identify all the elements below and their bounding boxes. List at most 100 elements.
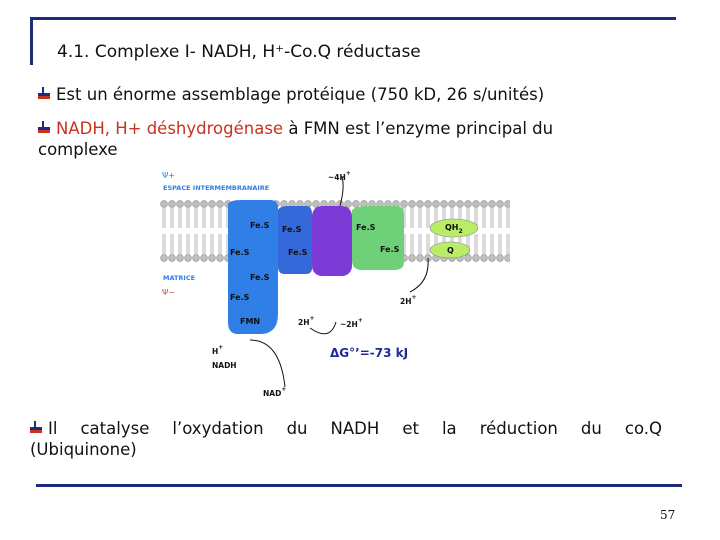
lipid-tail bbox=[410, 234, 414, 254]
fmn-label: FMN bbox=[240, 317, 260, 326]
lipid-tail bbox=[506, 234, 510, 254]
bullet-2-continuation: complexe bbox=[38, 140, 118, 159]
lipid-tail bbox=[482, 208, 486, 228]
lipid-tail bbox=[218, 234, 222, 254]
lipid-tail bbox=[498, 208, 502, 228]
psi-plus-label: Ψ+ bbox=[162, 171, 175, 180]
lipid-head bbox=[216, 254, 224, 262]
lipid-tail bbox=[418, 234, 422, 254]
bullet-3-word-2: catalyse bbox=[80, 419, 150, 438]
proton-arrow-top bbox=[339, 176, 344, 207]
lipid-tail bbox=[162, 234, 166, 254]
blue-subunit-large bbox=[228, 200, 278, 334]
page-number: 57 bbox=[660, 508, 676, 522]
lipid-head bbox=[192, 254, 200, 262]
lipid-tail bbox=[186, 208, 190, 228]
lipid-head bbox=[408, 254, 416, 262]
bullet-2-highlight: NADH, H+ déshydrogénase bbox=[56, 119, 284, 138]
bullet-2-text: à FMN est l’enzyme principal du bbox=[283, 119, 554, 138]
lipid-tail bbox=[506, 208, 510, 228]
fes-label-5: Fe.S bbox=[250, 273, 270, 282]
lipid-head bbox=[160, 254, 168, 262]
lipid-tail bbox=[178, 234, 182, 254]
lipid-head bbox=[344, 200, 352, 208]
lipid-head bbox=[432, 200, 440, 208]
bullet-3-word-1: Il bbox=[30, 418, 57, 439]
lipid-tail bbox=[410, 208, 414, 228]
fes-label-8: Fe.S bbox=[380, 245, 400, 254]
fes-label-3: Fe.S bbox=[230, 248, 250, 257]
bullet-1: Est un énorme assemblage protéique (750 … bbox=[38, 84, 544, 105]
lipid-head bbox=[208, 254, 216, 262]
lipid-head bbox=[456, 200, 464, 208]
quinone-shapes bbox=[429, 218, 479, 259]
qh2-label: QH2 bbox=[445, 223, 463, 235]
lipid-head bbox=[216, 200, 224, 208]
bullet-3-word-4: du bbox=[286, 419, 308, 438]
green-subunit bbox=[352, 206, 404, 270]
lipid-head bbox=[200, 200, 208, 208]
lipid-head bbox=[176, 200, 184, 208]
q-label: Q bbox=[447, 246, 454, 255]
lipid-tail bbox=[498, 234, 502, 254]
bullet-3-word-6: et bbox=[402, 419, 419, 438]
bullet-icon bbox=[38, 121, 50, 135]
lipid-head bbox=[496, 200, 504, 208]
fes-label-4: Fe.S bbox=[288, 248, 308, 257]
lipid-head bbox=[504, 254, 510, 262]
lipid-head bbox=[168, 254, 176, 262]
h2-approx-label: ~2H+ bbox=[340, 317, 363, 329]
lipid-tail bbox=[474, 234, 478, 254]
lipid-head bbox=[504, 200, 510, 208]
fes-label-1: Fe.S bbox=[250, 221, 270, 230]
bullet-2: NADH, H+ déshydrogénase à FMN est l’enzy… bbox=[38, 118, 553, 160]
bullet-3-word-10: co.Q bbox=[624, 419, 662, 438]
lipid-head bbox=[312, 200, 320, 208]
lipid-head bbox=[200, 254, 208, 262]
matrice-label: MATRICE bbox=[163, 274, 195, 282]
bullet-3-continuation: (Ubiquinone) bbox=[30, 440, 137, 459]
lipid-tail bbox=[418, 208, 422, 228]
frame-top-line bbox=[30, 17, 676, 20]
lipid-tail bbox=[210, 234, 214, 254]
lipid-head bbox=[464, 200, 472, 208]
espace-label: ESPACE INTERMEMBRANAIRE bbox=[163, 184, 269, 192]
nad-label: NAD+ bbox=[263, 386, 286, 398]
lipid-head bbox=[416, 200, 424, 208]
lipid-head bbox=[416, 254, 424, 262]
lipid-head bbox=[408, 200, 416, 208]
blue-subunit-small bbox=[278, 206, 312, 274]
lipid-tail bbox=[426, 208, 430, 228]
bullet-1-text: Est un énorme assemblage protéique (750 … bbox=[56, 85, 545, 104]
lipid-tail bbox=[490, 208, 494, 228]
bullet-icon bbox=[38, 87, 50, 101]
lipid-tail bbox=[490, 234, 494, 254]
h-nadh-label: H+ bbox=[212, 344, 223, 356]
lipid-head bbox=[176, 254, 184, 262]
nadh-label: NADH bbox=[212, 361, 237, 370]
lipid-tail bbox=[202, 208, 206, 228]
bullet-icon bbox=[30, 421, 42, 435]
frame-left-line bbox=[30, 17, 33, 65]
lipid-tail bbox=[202, 234, 206, 254]
lipid-head bbox=[424, 200, 432, 208]
bullet-3: Il catalyse l’oxydation du NADH et la ré… bbox=[30, 418, 662, 460]
slide-title: 4.1. Complexe I- NADH, H⁺-Co.Q réductase bbox=[57, 42, 421, 62]
lipid-tail bbox=[482, 234, 486, 254]
lipid-tail bbox=[170, 234, 174, 254]
proton-arrow-right bbox=[409, 257, 429, 293]
lipid-head bbox=[480, 200, 488, 208]
lipid-head bbox=[352, 200, 360, 208]
lipid-tail bbox=[194, 234, 198, 254]
lipid-head bbox=[488, 254, 496, 262]
complex-i-diagram: Ψ+ ESPACE INTERMEMBRANAIRE MATRICE Ψ− Fe… bbox=[160, 170, 510, 398]
lipid-head bbox=[480, 254, 488, 262]
lipid-head bbox=[440, 200, 448, 208]
lipid-head bbox=[448, 200, 456, 208]
proton-arrow-fmn bbox=[309, 321, 337, 335]
bullet-3-word-7: la bbox=[441, 419, 457, 438]
lipid-head bbox=[472, 254, 480, 262]
bullet-3-word-9: du bbox=[580, 419, 602, 438]
nadh-arrow bbox=[249, 339, 286, 388]
lipid-head bbox=[472, 200, 480, 208]
